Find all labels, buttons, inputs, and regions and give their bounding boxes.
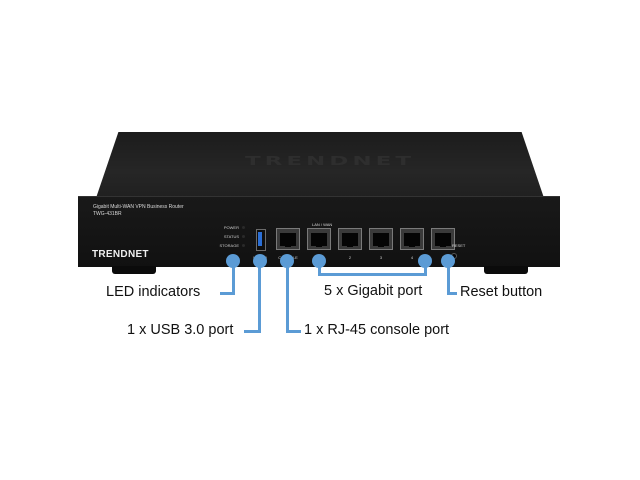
- gigabit-port-1: [307, 228, 331, 250]
- router-top-logo: TRENDNET: [244, 153, 416, 169]
- usb-callout-line: [258, 260, 261, 332]
- led-label-storage: STORAGE: [219, 243, 240, 248]
- power-led: [242, 226, 245, 229]
- router-top-panel: [96, 132, 544, 198]
- console-callout-label: 1 x RJ-45 console port: [304, 322, 450, 338]
- port-number-4: 4: [410, 255, 414, 260]
- usb-port-insert: [258, 232, 262, 246]
- reset-callout-label: Reset button: [460, 284, 543, 300]
- gigabit-bracket-right: [424, 260, 427, 275]
- console-port: [276, 228, 300, 250]
- router-foot-left: [112, 266, 156, 274]
- usb-callout-label: 1 x USB 3.0 port: [127, 322, 234, 338]
- router-foot-right: [484, 266, 528, 274]
- front-brand-logo: TRENDNET: [92, 249, 149, 260]
- led-label-power: POWER: [223, 225, 239, 230]
- model-number: TWG-431BR: [93, 211, 122, 217]
- port-number-3: 3: [379, 255, 383, 260]
- gigabit-port-4: [400, 228, 424, 250]
- led-callout-leader: [220, 292, 235, 295]
- status-led: [242, 235, 245, 238]
- usb-callout-leader: [244, 330, 261, 333]
- gigabit-bracket-bottom: [318, 273, 427, 276]
- gigabit-bracket-left: [318, 260, 321, 275]
- reset-label: RESET: [452, 243, 466, 248]
- gigabit-port-2: [338, 228, 362, 250]
- console-callout-line: [286, 260, 289, 332]
- led-callout-line: [232, 260, 235, 294]
- lan-wan-label: LAN / WAN: [312, 222, 333, 227]
- gigabit-port-5: [431, 228, 455, 250]
- model-description: Gigabit Multi-WAN VPN Business Router: [93, 204, 184, 210]
- led-callout-label: LED indicators: [106, 284, 201, 300]
- console-callout-leader: [286, 330, 301, 333]
- reset-callout-leader: [447, 292, 457, 295]
- gigabit-port-3: [369, 228, 393, 250]
- port-number-2: 2: [348, 255, 352, 260]
- led-label-status: STATUS: [223, 234, 239, 239]
- gigabit-callout-label: 5 x Gigabit port: [324, 283, 423, 299]
- reset-callout-line: [447, 260, 450, 294]
- storage-led: [242, 244, 245, 247]
